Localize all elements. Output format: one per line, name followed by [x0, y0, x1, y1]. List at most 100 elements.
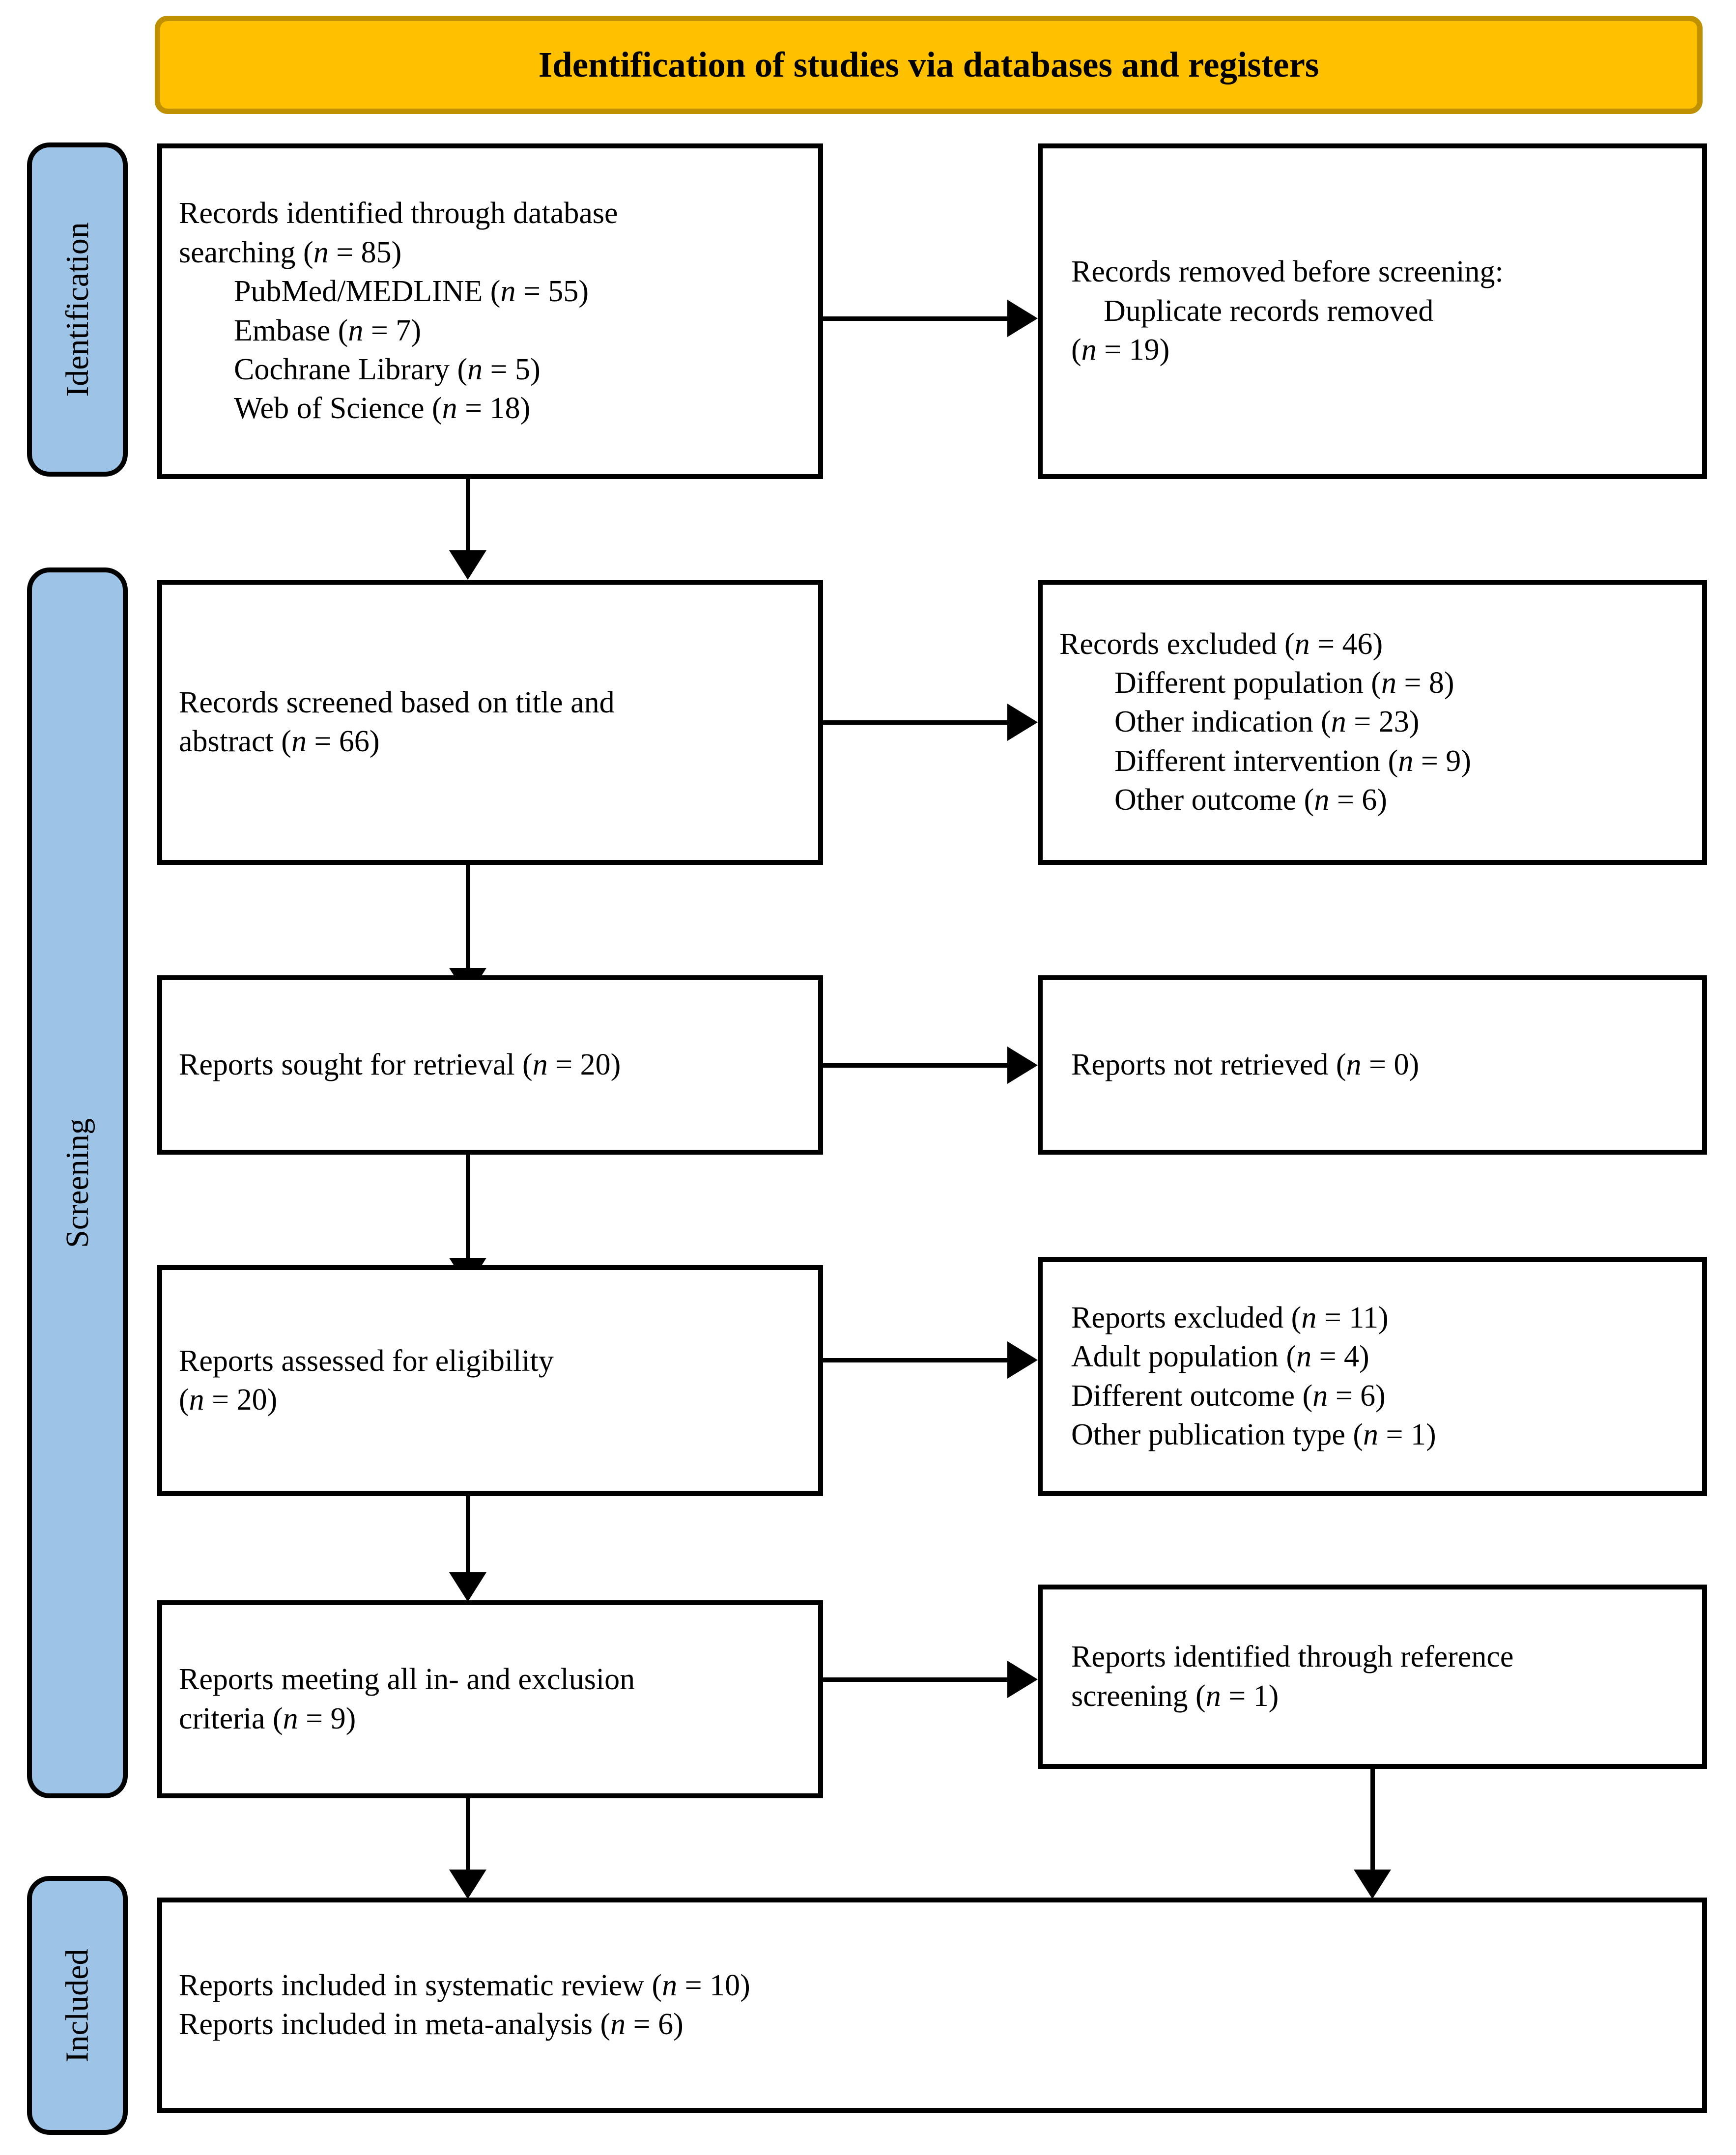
- reports-meeting-line1: Reports meeting all in- and exclusion: [179, 1663, 635, 1697]
- box-reports-not-retrieved-lines: Reports not retrieved (n = 0): [1043, 1046, 1702, 1084]
- connector-identified-to-screened: [466, 479, 470, 553]
- connector-assessed-to-meeting-arrowhead: [449, 1572, 486, 1602]
- source-2-post: = 5): [483, 352, 541, 386]
- records-removed-line3: (n = 19): [1059, 331, 1685, 369]
- source-3-pre: Web of Science (: [234, 392, 442, 425]
- box-reports-reference-screening-lines: Reports identified through reference scr…: [1043, 1638, 1702, 1716]
- box-records-screened: Records screened based on title and abst…: [157, 580, 823, 865]
- box-reports-excluded: Reports excluded (n = 11) Adult populati…: [1038, 1257, 1707, 1496]
- box-reports-included-lines: Reports included in systematic review (n…: [162, 1966, 1702, 2044]
- reports-sought-line1: Reports sought for retrieval (n = 20): [179, 1046, 801, 1084]
- records-excluded-heading-n: n: [1294, 627, 1310, 661]
- box-reports-excluded-lines: Reports excluded (n = 11) Adult populati…: [1043, 1299, 1702, 1454]
- box-records-identified: Records identified through database sear…: [157, 143, 823, 479]
- rex-0-post: = 4): [1311, 1340, 1369, 1374]
- reports-assessed-line2-pre: (: [179, 1383, 189, 1417]
- reports-included-line1-n: n: [662, 1968, 678, 2002]
- reports-not-retrieved-line1: Reports not retrieved (n = 0): [1059, 1046, 1685, 1084]
- stage-label-included: Included: [27, 1876, 128, 2135]
- source-3-n: n: [442, 392, 457, 425]
- reason-1-post: = 23): [1346, 705, 1420, 739]
- box-reports-assessed: Reports assessed for eligibility (n = 20…: [157, 1265, 823, 1496]
- reports-sought-pre: Reports sought for retrieval (: [179, 1048, 533, 1081]
- records-removed-line1: Records removed before screening:: [1071, 255, 1504, 289]
- reports-reference-line2-post: = 1): [1221, 1679, 1279, 1713]
- records-identified-line2-pre: searching (: [179, 235, 313, 269]
- reports-included-line2-pre: Reports included in meta-analysis (: [179, 2008, 611, 2041]
- source-0-pre: PubMed/MEDLINE (: [234, 275, 501, 309]
- box-reports-assessed-lines: Reports assessed for eligibility (n = 20…: [162, 1342, 818, 1420]
- records-identified-source-3: Web of Science (n = 18): [179, 389, 801, 428]
- records-excluded-reason-2: Different intervention (n = 9): [1059, 742, 1685, 781]
- reports-assessed-line1: Reports assessed for eligibility: [179, 1344, 554, 1378]
- source-3-post: = 18): [457, 392, 531, 425]
- connector-identified-to-screened-arrowhead: [449, 550, 486, 580]
- records-identified-source-0: PubMed/MEDLINE (n = 55): [179, 272, 801, 311]
- connector-screened-to-excluded-arrowhead: [1007, 704, 1038, 741]
- box-records-removed-lines: Records removed before screening: Duplic…: [1043, 253, 1702, 369]
- box-reports-sought: Reports sought for retrieval (n = 20): [157, 975, 823, 1155]
- connector-sought-to-not-retrieved-arrowhead: [1007, 1047, 1038, 1084]
- reports-excluded-heading: Reports excluded (n = 11): [1059, 1299, 1685, 1337]
- reason-0-n: n: [1381, 666, 1396, 700]
- connector-meeting-to-included: [466, 1798, 470, 1872]
- reports-assessed-line2-n: n: [189, 1383, 204, 1417]
- rex-2-n: n: [1363, 1418, 1378, 1451]
- reports-included-line2-n: n: [610, 2008, 626, 2041]
- reason-1-n: n: [1331, 705, 1346, 739]
- source-1-post: = 7): [363, 313, 422, 347]
- source-1-pre: Embase (: [234, 313, 348, 347]
- records-excluded-reason-1: Other indication (n = 23): [1059, 703, 1685, 741]
- records-screened-line2-n: n: [291, 725, 307, 758]
- stage-label-screening: Screening: [27, 567, 128, 1798]
- diagram-header-banner: Identification of studies via databases …: [155, 16, 1703, 114]
- records-excluded-heading-pre: Records excluded (: [1059, 627, 1295, 661]
- reason-0-post: = 8): [1396, 666, 1454, 700]
- stage-label-screening-text: Screening: [59, 1118, 95, 1248]
- connector-identified-to-removed: [823, 316, 1009, 321]
- box-reports-included: Reports included in systematic review (n…: [157, 1898, 1707, 2113]
- records-excluded-reason-0: Different population (n = 8): [1059, 664, 1685, 703]
- reason-2-post: = 9): [1413, 744, 1471, 778]
- connector-meeting-to-reference-arrowhead: [1007, 1661, 1038, 1698]
- records-identified-line1: Records identified through database: [179, 197, 618, 230]
- reports-excluded-reason-2: Other publication type (n = 1): [1059, 1416, 1685, 1454]
- source-2-pre: Cochrane Library (: [234, 352, 468, 386]
- box-records-screened-lines: Records screened based on title and abst…: [162, 683, 818, 762]
- records-identified-source-1: Embase (n = 7): [179, 312, 801, 350]
- connector-meeting-to-included-arrowhead: [449, 1870, 486, 1899]
- reason-2-pre: Different intervention (: [1114, 744, 1398, 778]
- reports-excluded-heading-n: n: [1301, 1301, 1317, 1334]
- records-identified-line2: searching (n = 85): [179, 233, 801, 272]
- reports-reference-line1: Reports identified through reference: [1071, 1640, 1514, 1674]
- stage-label-identification-text: Identification: [59, 222, 95, 397]
- reports-included-line1: Reports included in systematic review (n…: [179, 1966, 1685, 2005]
- reports-meeting-line2: criteria (n = 9): [179, 1700, 801, 1738]
- records-screened-line1: Records screened based on title and: [179, 685, 615, 719]
- connector-screened-to-sought: [466, 865, 470, 970]
- reason-1-pre: Other indication (: [1114, 705, 1331, 739]
- records-removed-line3-post: = 19): [1096, 333, 1170, 367]
- source-0-n: n: [500, 275, 516, 309]
- reports-meeting-line2-n: n: [283, 1701, 298, 1735]
- records-identified-source-2: Cochrane Library (n = 5): [179, 350, 801, 389]
- reports-excluded-reason-1: Different outcome (n = 6): [1059, 1377, 1685, 1416]
- records-excluded-heading: Records excluded (n = 46): [1059, 625, 1685, 664]
- reason-2-n: n: [1398, 744, 1414, 778]
- records-removed-line3-n: n: [1081, 333, 1097, 367]
- box-reports-not-retrieved: Reports not retrieved (n = 0): [1038, 975, 1707, 1155]
- source-1-n: n: [348, 313, 364, 347]
- connector-identified-to-removed-arrowhead: [1007, 300, 1038, 337]
- connector-screened-to-excluded: [823, 720, 1009, 725]
- connector-reference-to-included-arrowhead: [1354, 1870, 1391, 1899]
- connector-sought-to-assessed: [466, 1155, 470, 1262]
- connector-reference-to-included: [1370, 1769, 1375, 1872]
- box-records-excluded: Records excluded (n = 46) Different popu…: [1038, 580, 1707, 865]
- reports-not-retrieved-pre: Reports not retrieved (: [1071, 1048, 1346, 1081]
- reports-not-retrieved-post: = 0): [1361, 1048, 1420, 1081]
- records-identified-line2-post: = 85): [328, 235, 402, 269]
- rex-2-pre: Other publication type (: [1071, 1418, 1363, 1451]
- reason-0-pre: Different population (: [1114, 666, 1381, 700]
- rex-1-pre: Different outcome (: [1071, 1379, 1313, 1413]
